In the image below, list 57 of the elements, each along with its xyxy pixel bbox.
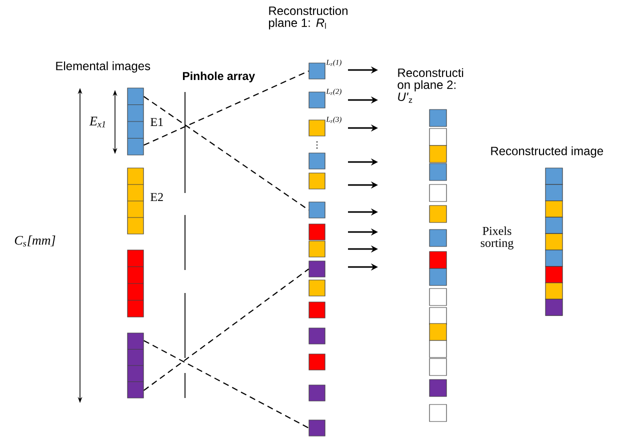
dimension-label: C$_{s}$[mm] [14, 236, 56, 246]
pixel-square [545, 298, 563, 316]
pixel-square [429, 323, 447, 341]
pixel-column [127, 332, 144, 398]
pixel-square [308, 62, 326, 80]
pixel-square [429, 128, 447, 146]
dimension-label: E$_{x1}$ [89, 116, 106, 128]
pixel-square [308, 328, 326, 344]
column-heading: Reconstruction plane 1: R$_{l}$ [268, 6, 348, 30]
pixel-square [308, 202, 326, 218]
pixel-square [545, 282, 563, 300]
pixel-square [308, 420, 326, 436]
pixel-square [429, 268, 447, 286]
ellipsis-mark: ⋮ [316, 141, 318, 149]
pixel-square [429, 288, 447, 306]
pixel-square [429, 404, 447, 422]
image-label: E1 [150, 118, 163, 126]
pixel-square [545, 250, 563, 267]
pixel-square [429, 145, 447, 163]
pixel-square [429, 163, 447, 181]
pixel-square [545, 200, 563, 218]
column-heading: Elemental images [56, 61, 150, 73]
image-label: E2 [150, 193, 163, 201]
pixel-square [308, 224, 326, 240]
pixel-square [429, 358, 447, 376]
pixel-column [127, 88, 144, 156]
column-heading: Reconstructi on plane 2: U'$_{z}$ [398, 68, 464, 103]
pixel-square [429, 109, 447, 127]
column-heading: Reconstructed image [491, 146, 604, 158]
pixel-square [429, 229, 447, 247]
pixel-square [308, 280, 326, 296]
pixel-square [308, 92, 326, 108]
pixel-square [545, 266, 563, 284]
dashed-line [144, 70, 309, 146]
pixel-square [429, 379, 447, 397]
pixel-square [308, 302, 326, 318]
pixel-square [545, 168, 563, 185]
column-heading: Pinhole array [182, 72, 255, 82]
pixel-square [308, 120, 326, 136]
pixel-square [429, 340, 447, 358]
pixel-column [127, 168, 144, 234]
pixel-square [308, 152, 326, 170]
pixel-square [545, 184, 563, 202]
pixel-square [429, 251, 447, 269]
dashed-line [144, 340, 309, 428]
pixel-square [308, 240, 326, 258]
pixel-square [429, 307, 447, 325]
step-label: Pixels sorting [480, 226, 514, 250]
pixel-column [127, 250, 144, 318]
pixel-square [308, 384, 326, 402]
pixel-square [308, 260, 326, 278]
pixel-square [429, 205, 447, 223]
pixel-square [429, 184, 447, 202]
pixel-square [308, 354, 326, 370]
pixel-square [545, 233, 563, 250]
pixel-square [545, 216, 563, 234]
pixel-square [308, 172, 326, 190]
